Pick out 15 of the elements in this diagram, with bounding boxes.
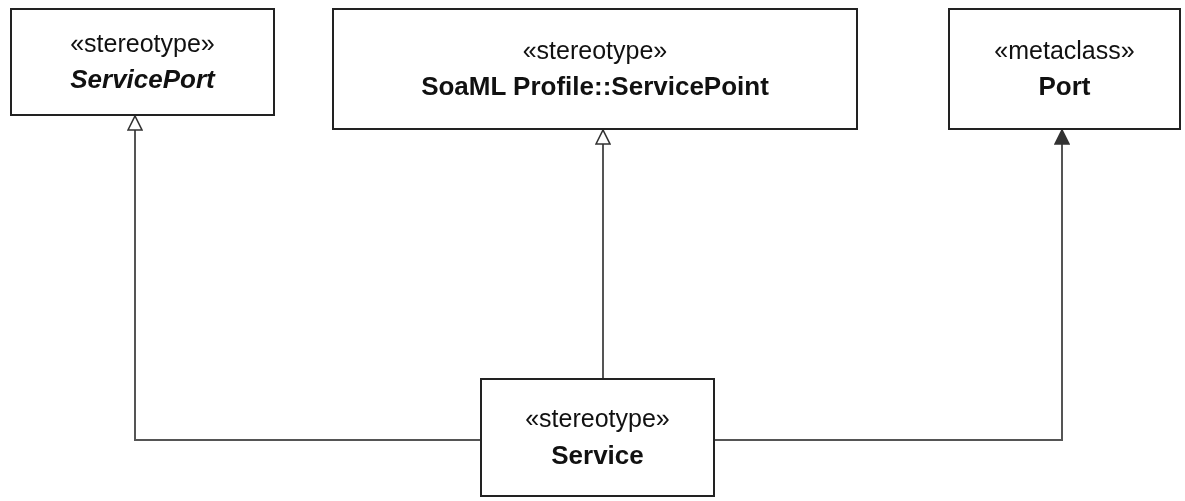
class-name: Service bbox=[551, 440, 644, 470]
stereotype-label: «stereotype» bbox=[522, 36, 668, 65]
class-box bbox=[332, 8, 858, 130]
class-box bbox=[480, 378, 715, 497]
generalization-arrow bbox=[714, 129, 1070, 441]
stereotype-label: «metaclass» bbox=[994, 36, 1135, 65]
generalization-arrow bbox=[127, 115, 481, 441]
class-name: ServicePort bbox=[70, 65, 215, 95]
class-name: SoaML Profile::ServicePoint bbox=[421, 72, 769, 102]
class-name: Port bbox=[1038, 72, 1091, 102]
generalization-arrow bbox=[595, 129, 611, 379]
class-box bbox=[10, 8, 275, 116]
class-box bbox=[948, 8, 1181, 130]
stereotype-label: «stereotype» bbox=[525, 405, 670, 433]
stereotype-label: «stereotype» bbox=[70, 29, 215, 58]
